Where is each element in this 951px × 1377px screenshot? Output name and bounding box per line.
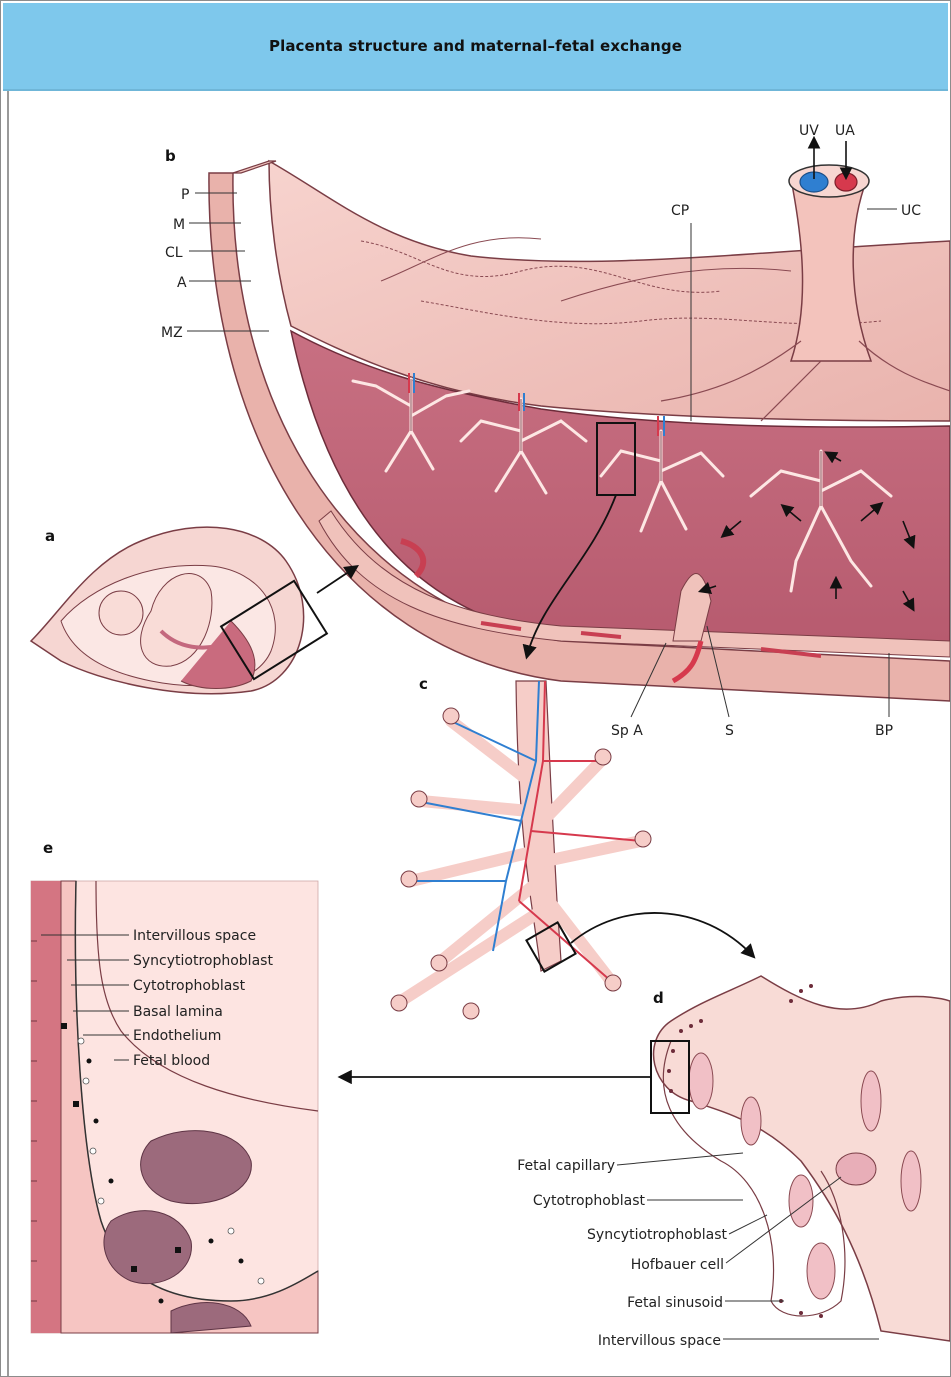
panel-b-illustration bbox=[209, 139, 950, 701]
label-bp: BP bbox=[875, 723, 893, 739]
label-hofbauer-cell: Hofbauer cell bbox=[631, 1257, 724, 1273]
label-endothelium: Endothelium bbox=[133, 1028, 221, 1044]
panel-d-villus-section bbox=[341, 976, 950, 1341]
label-cp: CP bbox=[671, 203, 689, 219]
panel-c-villous-tree bbox=[391, 681, 753, 1019]
label-fetal-blood: Fetal blood bbox=[133, 1053, 210, 1069]
panel-label-b: b bbox=[165, 147, 176, 165]
label-uv: UV bbox=[799, 123, 819, 139]
label-m: M bbox=[173, 217, 185, 233]
label-mz: MZ bbox=[161, 325, 183, 341]
panel-label-e: e bbox=[43, 839, 53, 857]
label-e-intervillous-space: Intervillous space bbox=[133, 928, 256, 944]
panel-e-barrier bbox=[31, 881, 318, 1333]
label-fetal-capillary: Fetal capillary bbox=[517, 1158, 615, 1174]
label-uc: UC bbox=[901, 203, 921, 219]
label-fetal-sinusoid: Fetal sinusoid bbox=[627, 1295, 723, 1311]
label-p: P bbox=[181, 187, 189, 203]
panel-label-a: a bbox=[45, 527, 55, 545]
label-e-cytotrophoblast: Cytotrophoblast bbox=[133, 978, 246, 994]
label-s: S bbox=[725, 723, 734, 739]
panel-a-illustration bbox=[31, 527, 356, 694]
label-basal-lamina: Basal lamina bbox=[133, 1004, 223, 1020]
panel-label-d: d bbox=[653, 989, 664, 1007]
panel-label-c: c bbox=[419, 675, 428, 693]
label-cl: CL bbox=[165, 245, 183, 261]
label-ua: UA bbox=[835, 123, 855, 139]
label-d-syncytiotrophoblast: Syncytiotrophoblast bbox=[587, 1227, 727, 1243]
label-a: A bbox=[177, 275, 187, 291]
label-e-syncytiotrophoblast: Syncytiotrophoblast bbox=[133, 953, 273, 969]
label-d-intervillous-space: Intervillous space bbox=[598, 1333, 721, 1349]
label-sp-a: Sp A bbox=[611, 723, 643, 739]
label-d-cytotrophoblast: Cytotrophoblast bbox=[533, 1193, 646, 1209]
